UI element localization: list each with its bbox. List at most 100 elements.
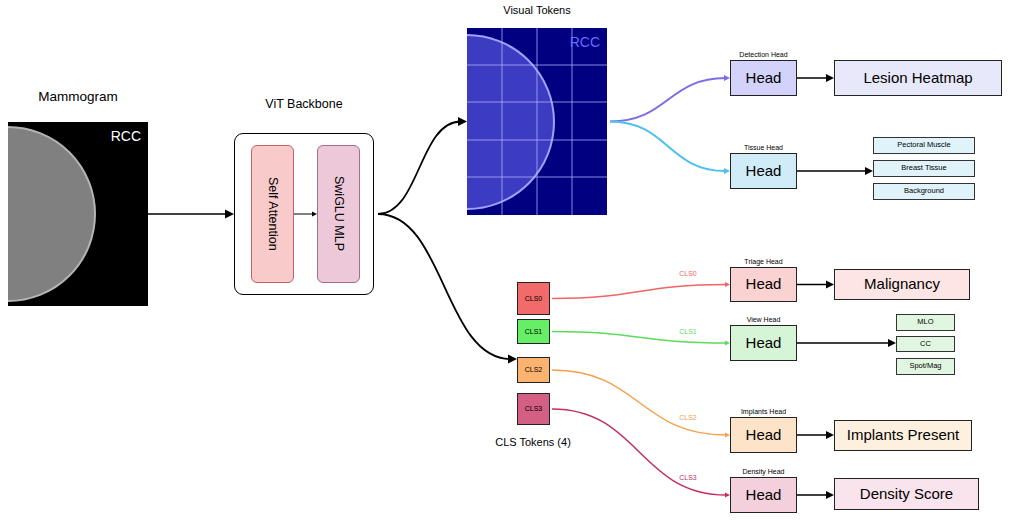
connector-line	[378, 122, 461, 215]
head-box: Triage HeadHead	[730, 267, 797, 302]
grid-line	[502, 28, 503, 215]
box-label: Implants Present	[847, 427, 960, 444]
connector-line	[552, 332, 727, 344]
edge-label: CLS2	[679, 414, 697, 421]
breast-silhouette	[467, 35, 554, 209]
head-box: Density HeadHead	[730, 477, 797, 513]
box-label: Malignancy	[864, 276, 940, 293]
arrow-head	[724, 75, 730, 81]
connector-line	[294, 214, 314, 215]
connector-line	[797, 434, 828, 436]
grid-line	[467, 102, 607, 103]
connector-line	[552, 370, 727, 435]
connector-arrow	[294, 212, 317, 217]
connector-arrow	[552, 282, 730, 299]
connector-arrow	[797, 167, 873, 175]
box-label: Head	[746, 276, 782, 293]
connector-arrow	[378, 214, 517, 364]
connector-arrow	[797, 281, 834, 289]
class-box: Background	[873, 183, 975, 200]
arrow-head	[725, 433, 730, 438]
connector-arrow	[797, 491, 834, 499]
cls-token: CLS3	[517, 393, 550, 425]
arrow-head	[826, 74, 834, 82]
box-label: Spot/Mag	[909, 362, 941, 370]
box-label: Head	[746, 70, 782, 87]
edge-label: CLS0	[679, 269, 697, 276]
grid-line	[572, 28, 573, 215]
box-label: Lesion Heatmap	[863, 70, 972, 87]
class-box: Breast Tissue	[873, 160, 975, 177]
mammogram-image: MammogramRCC	[8, 122, 148, 306]
box-label: Density Score	[860, 486, 953, 503]
connector-arrow	[610, 122, 730, 175]
token-grid	[467, 28, 607, 215]
box-label: Head	[746, 487, 782, 504]
connector-line	[797, 342, 890, 344]
arrow-head	[225, 210, 234, 219]
connector-line	[552, 409, 727, 495]
connector-line	[610, 78, 726, 122]
class-box: Pectoral Muscle	[873, 137, 975, 154]
view-tag: RCC	[111, 129, 141, 144]
arrow-head	[826, 281, 834, 289]
arrow-head	[724, 168, 730, 174]
heading-label: Tissue Head	[744, 144, 783, 152]
visual-token-grid: Visual TokensRCC	[467, 28, 607, 215]
box-label: CLS1	[525, 328, 543, 336]
heading-label: Triage Head	[744, 258, 782, 266]
connector-arrow	[797, 431, 834, 439]
box-label: MLO	[917, 318, 933, 326]
output-box: Lesion Heatmap	[834, 60, 1002, 96]
layer-box: Self Attention	[251, 145, 294, 283]
box-label: Pectoral Muscle	[897, 141, 950, 149]
head-box: Tissue HeadHead	[730, 153, 797, 189]
box-label: Head	[746, 427, 782, 444]
box-label: CLS3	[525, 405, 543, 413]
connector-line	[797, 77, 828, 79]
cls-token: CLS2	[517, 357, 550, 383]
arrow-head	[508, 355, 517, 364]
arrow-head	[725, 282, 730, 287]
connector-arrow	[148, 210, 234, 219]
head-box: Implants HeadHead	[730, 417, 797, 453]
class-box: CC	[896, 336, 955, 352]
connector-arrow	[797, 74, 834, 82]
box-label: CLS2	[525, 366, 543, 374]
connector-line	[797, 494, 828, 496]
arrow-head	[865, 167, 873, 175]
output-box: Implants Present	[834, 420, 972, 451]
output-box: Malignancy	[834, 269, 970, 300]
arrow-head	[725, 341, 730, 346]
connector-line	[148, 213, 228, 215]
cls-token: CLS0	[517, 282, 550, 315]
box-label: Head	[746, 163, 782, 180]
connector-arrow	[378, 117, 467, 214]
connector-line	[797, 170, 867, 172]
layer-box: SwiGLU MLP	[317, 145, 360, 283]
grid-line	[467, 177, 607, 178]
head-box: Detection HeadHead	[730, 60, 797, 96]
cls-token: CLS1	[517, 319, 550, 344]
heading-label: View Head	[747, 316, 781, 324]
heading-label: Detection Head	[739, 51, 787, 59]
arrow-head	[312, 212, 317, 217]
heading-label: ViT Backbone	[265, 98, 342, 112]
connector-line	[610, 122, 726, 172]
head-box: View HeadHead	[730, 325, 797, 361]
heading-label: Mammogram	[38, 90, 118, 105]
heading-label: Implants Head	[741, 408, 786, 416]
connector-line	[378, 214, 511, 359]
connector-arrow	[610, 75, 730, 122]
class-box: Spot/Mag	[896, 358, 955, 375]
edge-label: CLS1	[679, 328, 697, 335]
output-box: Density Score	[834, 478, 979, 510]
box-label: CC	[920, 340, 931, 348]
box-label: Self Attention	[266, 177, 280, 251]
connector-arrow	[552, 370, 730, 438]
breast-silhouette	[8, 127, 95, 301]
grid-line	[467, 140, 607, 141]
grid-line	[537, 28, 538, 215]
